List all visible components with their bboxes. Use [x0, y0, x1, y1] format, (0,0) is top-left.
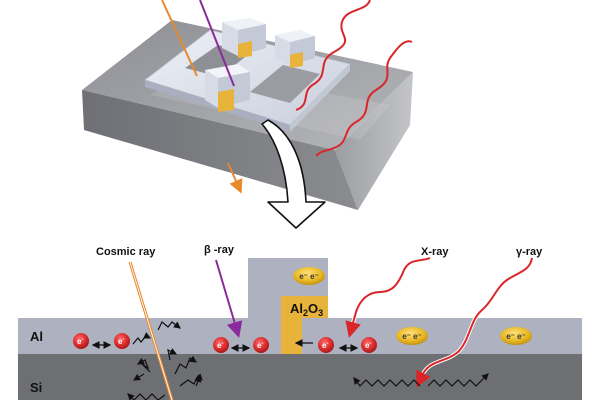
- electron-quasiparticle: e-: [114, 333, 130, 349]
- phonon-path: [136, 357, 151, 373]
- cosmic-ray-line-core: [129, 261, 173, 400]
- electron-label: e-: [217, 341, 223, 350]
- electron-label: e-: [118, 337, 124, 346]
- phonon-path: [427, 373, 489, 387]
- cooper-pair: e⁻ e⁻: [396, 327, 428, 345]
- phonon-path: [194, 374, 202, 387]
- beta-ray-arrow: [215, 259, 243, 338]
- electron-quasiparticle: e-: [253, 337, 269, 353]
- electron-label: e-: [365, 341, 371, 350]
- label-si: Si: [30, 380, 42, 395]
- aluminum-frame-edge-right: [290, 64, 350, 132]
- phonon-path: [132, 373, 145, 381]
- junction-block-2: [275, 30, 315, 68]
- cooper-pair: e⁻ e⁻: [500, 327, 532, 345]
- cosmic-ray-3d-exit: [227, 162, 243, 194]
- cooper-pair-label: e⁻ e⁻: [299, 272, 319, 281]
- label-al2o3: Al2O3: [290, 301, 323, 318]
- phonon-path: [157, 321, 181, 331]
- electron-quasiparticle: e-: [318, 337, 334, 353]
- electron-label: e-: [322, 341, 328, 350]
- label-x-ray: X-ray: [421, 246, 449, 258]
- cross-section: Al Si Al2O3 Cosmic ray β -ray X-ray γ-ra…: [18, 244, 582, 400]
- substrate-side-face: [335, 72, 413, 210]
- label-al: Al: [30, 329, 43, 344]
- phonon-path: [353, 377, 421, 387]
- phonon-path: [174, 355, 197, 375]
- beta-ray-3d: [199, 0, 235, 87]
- phonon-scatter-group: [127, 321, 489, 400]
- electron-quasiparticle: e-: [73, 333, 89, 349]
- electron-label: e-: [77, 337, 83, 346]
- xray-wave-3d-1: [295, 0, 371, 111]
- frame-hole-right: [250, 65, 320, 103]
- cooper-pair-label: e⁻ e⁻: [402, 332, 422, 341]
- cooper-pair: e⁻ e⁻: [293, 267, 325, 285]
- phonon-path: [167, 348, 178, 361]
- junction-block-1: [222, 18, 266, 58]
- xray-arrow-stroke: [345, 257, 431, 338]
- cosmic-ray-3d: [161, 0, 198, 77]
- gamma-ray-arrow-stroke: [416, 257, 533, 388]
- oxide-barrier: [281, 296, 328, 354]
- zoom-arrow: [261, 119, 326, 229]
- silicon-layer: [18, 354, 582, 400]
- electron-label: e-: [257, 341, 263, 350]
- cooper-pair-label: e⁻ e⁻: [506, 332, 526, 341]
- label-cosmic-ray: Cosmic ray: [96, 246, 156, 258]
- electron-quasiparticle: e-: [213, 337, 229, 353]
- label-beta-ray: β -ray: [204, 244, 235, 256]
- device-3d-view: [82, 0, 413, 229]
- electron-quasiparticle: e-: [361, 337, 377, 353]
- label-gamma-ray: γ-ray: [516, 246, 543, 258]
- gamma-wave-3d-2: [315, 40, 413, 157]
- phonon-path: [132, 332, 152, 345]
